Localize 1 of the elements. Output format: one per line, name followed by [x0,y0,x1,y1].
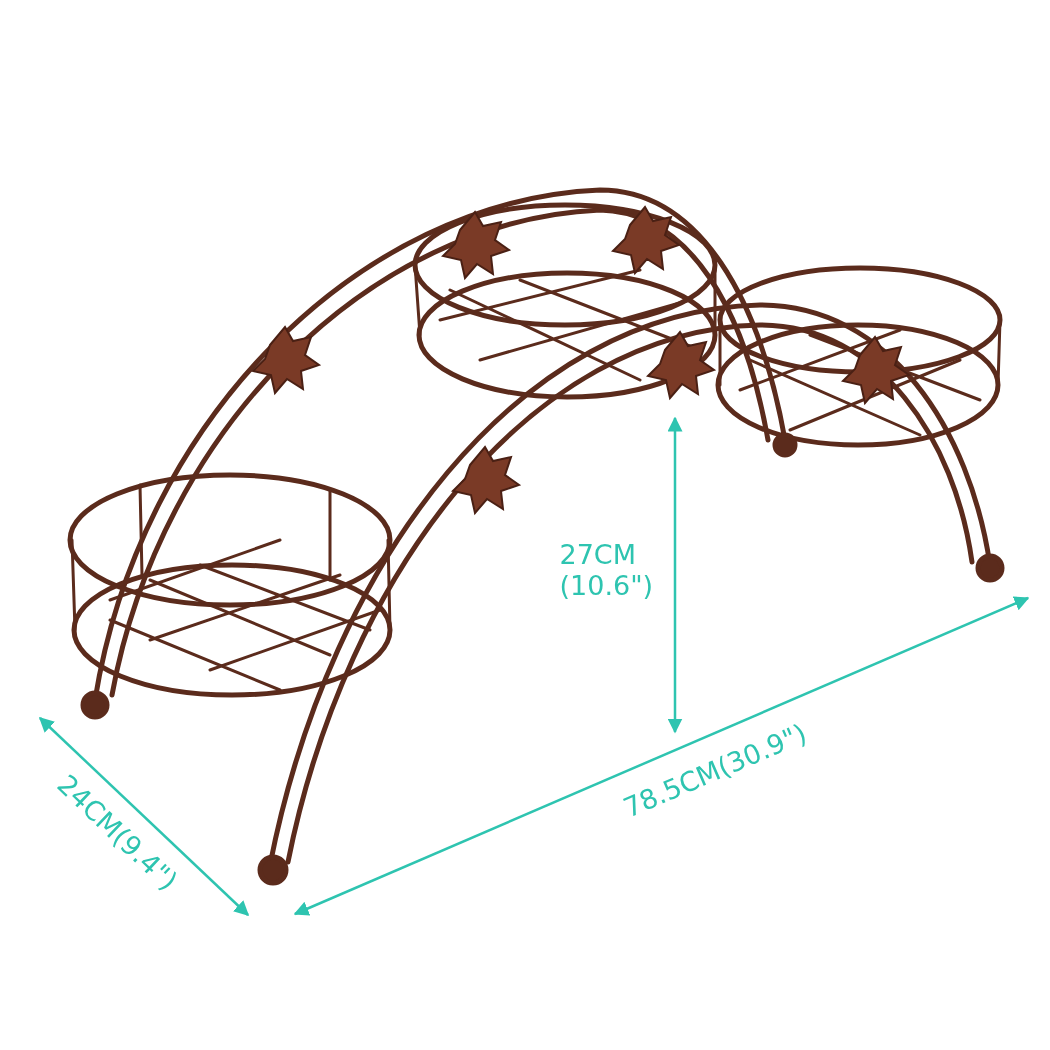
dimension-label: 27CM (10.6") [559,539,655,602]
